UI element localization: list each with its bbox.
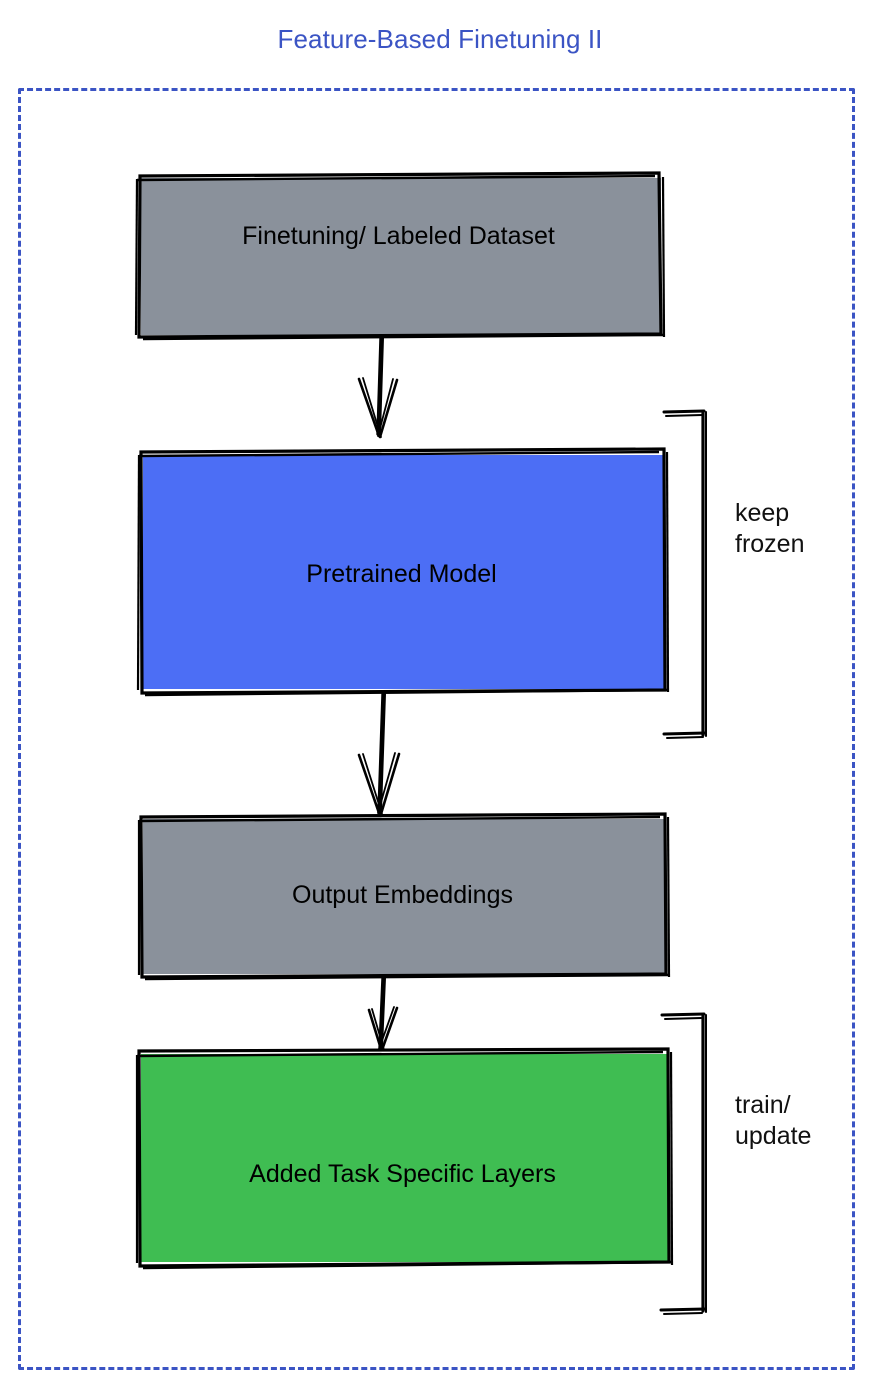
node-label-task-layers: Added Task Specific Layers xyxy=(249,1160,556,1188)
page-title: Feature-Based Finetuning II xyxy=(277,24,603,54)
node-label-dataset: Finetuning/ Labeled Dataset xyxy=(242,222,555,250)
node-label-pretrained-model: Pretrained Model xyxy=(306,560,497,588)
node-label-output-embeddings: Output Embeddings xyxy=(292,881,513,909)
annotation-train-update: train/ update xyxy=(735,1091,812,1150)
annotation-keep-frozen: keep frozen xyxy=(735,499,805,558)
diagram-outer-frame xyxy=(18,88,855,1370)
